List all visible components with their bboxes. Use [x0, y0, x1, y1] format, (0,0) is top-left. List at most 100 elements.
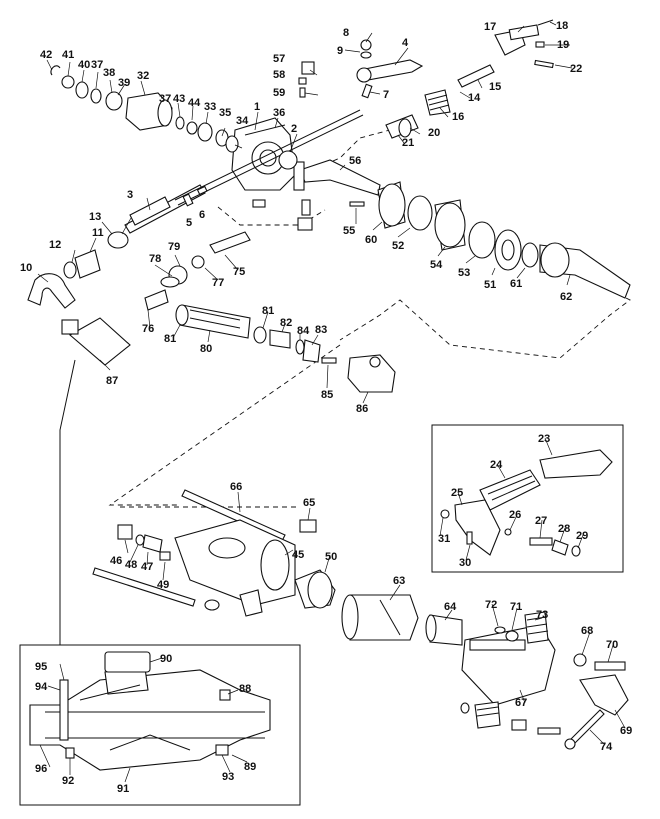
label-34: 34: [236, 115, 249, 127]
label-20: 20: [428, 127, 440, 139]
relief-valve: [347, 354, 396, 393]
label-5: 5: [186, 217, 192, 229]
label-25: 25: [451, 487, 463, 499]
label-82: 82: [280, 317, 292, 329]
label-37b: 37: [159, 93, 171, 105]
label-64: 64: [444, 601, 457, 613]
label-95: 95: [35, 661, 47, 673]
part-labels: 1 2 3 4 5 6 7 8 9 10 11 12 13 14 15 16 1…: [20, 20, 632, 795]
leader-lines: [37, 21, 626, 783]
cylinder-housing: [174, 519, 296, 606]
label-62: 62: [560, 291, 572, 303]
label-56: 56: [349, 155, 361, 167]
label-75: 75: [233, 266, 245, 278]
label-36: 36: [273, 107, 285, 119]
label-52: 52: [392, 240, 404, 252]
label-81b: 81: [262, 305, 274, 317]
right-inset: [431, 424, 624, 573]
label-68: 68: [581, 625, 593, 637]
label-14: 14: [468, 92, 481, 104]
label-9: 9: [337, 45, 343, 57]
label-49: 49: [157, 579, 169, 591]
block: [301, 61, 315, 75]
label-53: 53: [458, 267, 470, 279]
label-39: 39: [118, 77, 130, 89]
label-73: 73: [536, 609, 548, 621]
arm-pin: [293, 161, 305, 191]
label-30: 30: [459, 557, 471, 569]
cross-shaft: [174, 109, 361, 201]
label-21: 21: [402, 137, 414, 149]
label-78: 78: [149, 253, 161, 265]
oil-pipe: [27, 273, 76, 309]
label-38: 38: [103, 67, 115, 79]
label-88: 88: [239, 683, 251, 695]
label-93: 93: [222, 771, 234, 783]
label-40: 40: [78, 59, 90, 71]
label-66: 66: [230, 481, 242, 493]
label-27: 27: [535, 515, 547, 527]
label-91: 91: [117, 783, 129, 795]
label-23: 23: [538, 433, 550, 445]
inset-leader: [59, 359, 76, 645]
lever-arm: [539, 449, 613, 479]
label-26: 26: [509, 509, 521, 521]
label-22: 22: [570, 63, 582, 75]
label-81a: 81: [164, 333, 176, 345]
label-45: 45: [292, 549, 304, 561]
label-28: 28: [558, 523, 570, 535]
label-7: 7: [383, 89, 389, 101]
label-37a: 37: [91, 59, 103, 71]
label-46: 46: [110, 555, 122, 567]
cylinder-section: [29, 669, 271, 771]
lever: [579, 674, 629, 716]
label-83: 83: [315, 324, 327, 336]
label-58: 58: [273, 69, 285, 81]
label-43: 43: [173, 93, 185, 105]
label-47: 47: [141, 561, 153, 573]
label-44: 44: [188, 97, 201, 109]
label-74: 74: [600, 741, 613, 753]
label-11: 11: [92, 227, 104, 239]
label-24: 24: [490, 459, 503, 471]
label-72: 72: [485, 599, 497, 611]
label-18: 18: [556, 20, 568, 32]
sleeve: [349, 594, 419, 641]
label-63: 63: [393, 575, 405, 587]
label-13: 13: [89, 211, 101, 223]
label-4: 4: [402, 37, 409, 49]
label-1: 1: [254, 101, 260, 113]
label-29: 29: [576, 530, 588, 542]
label-92: 92: [62, 775, 74, 787]
lift-arm: [299, 159, 381, 196]
label-42: 42: [40, 49, 52, 61]
label-33: 33: [204, 101, 216, 113]
label-59: 59: [273, 87, 285, 99]
label-80: 80: [200, 343, 212, 355]
label-86: 86: [356, 403, 368, 415]
label-54: 54: [430, 259, 443, 271]
label-67: 67: [515, 697, 527, 709]
label-15: 15: [489, 81, 501, 93]
label-65: 65: [303, 497, 315, 509]
tie-rod-lower: [92, 567, 196, 607]
lever-body: [454, 499, 501, 556]
label-17: 17: [484, 21, 496, 33]
label-41: 41: [62, 49, 74, 61]
label-6: 6: [199, 209, 205, 221]
lower-assembly: [92, 489, 629, 750]
label-51: 51: [484, 279, 496, 291]
label-96: 96: [35, 763, 47, 775]
label-19: 19: [557, 39, 569, 51]
label-31: 31: [438, 533, 450, 545]
label-76: 76: [142, 323, 154, 335]
section-inset: [19, 644, 301, 806]
label-12: 12: [49, 239, 61, 251]
label-69: 69: [620, 725, 632, 737]
label-87: 87: [106, 375, 118, 387]
clip: [50, 65, 61, 76]
label-55: 55: [343, 225, 355, 237]
label-77: 77: [212, 277, 224, 289]
label-94: 94: [35, 681, 48, 693]
